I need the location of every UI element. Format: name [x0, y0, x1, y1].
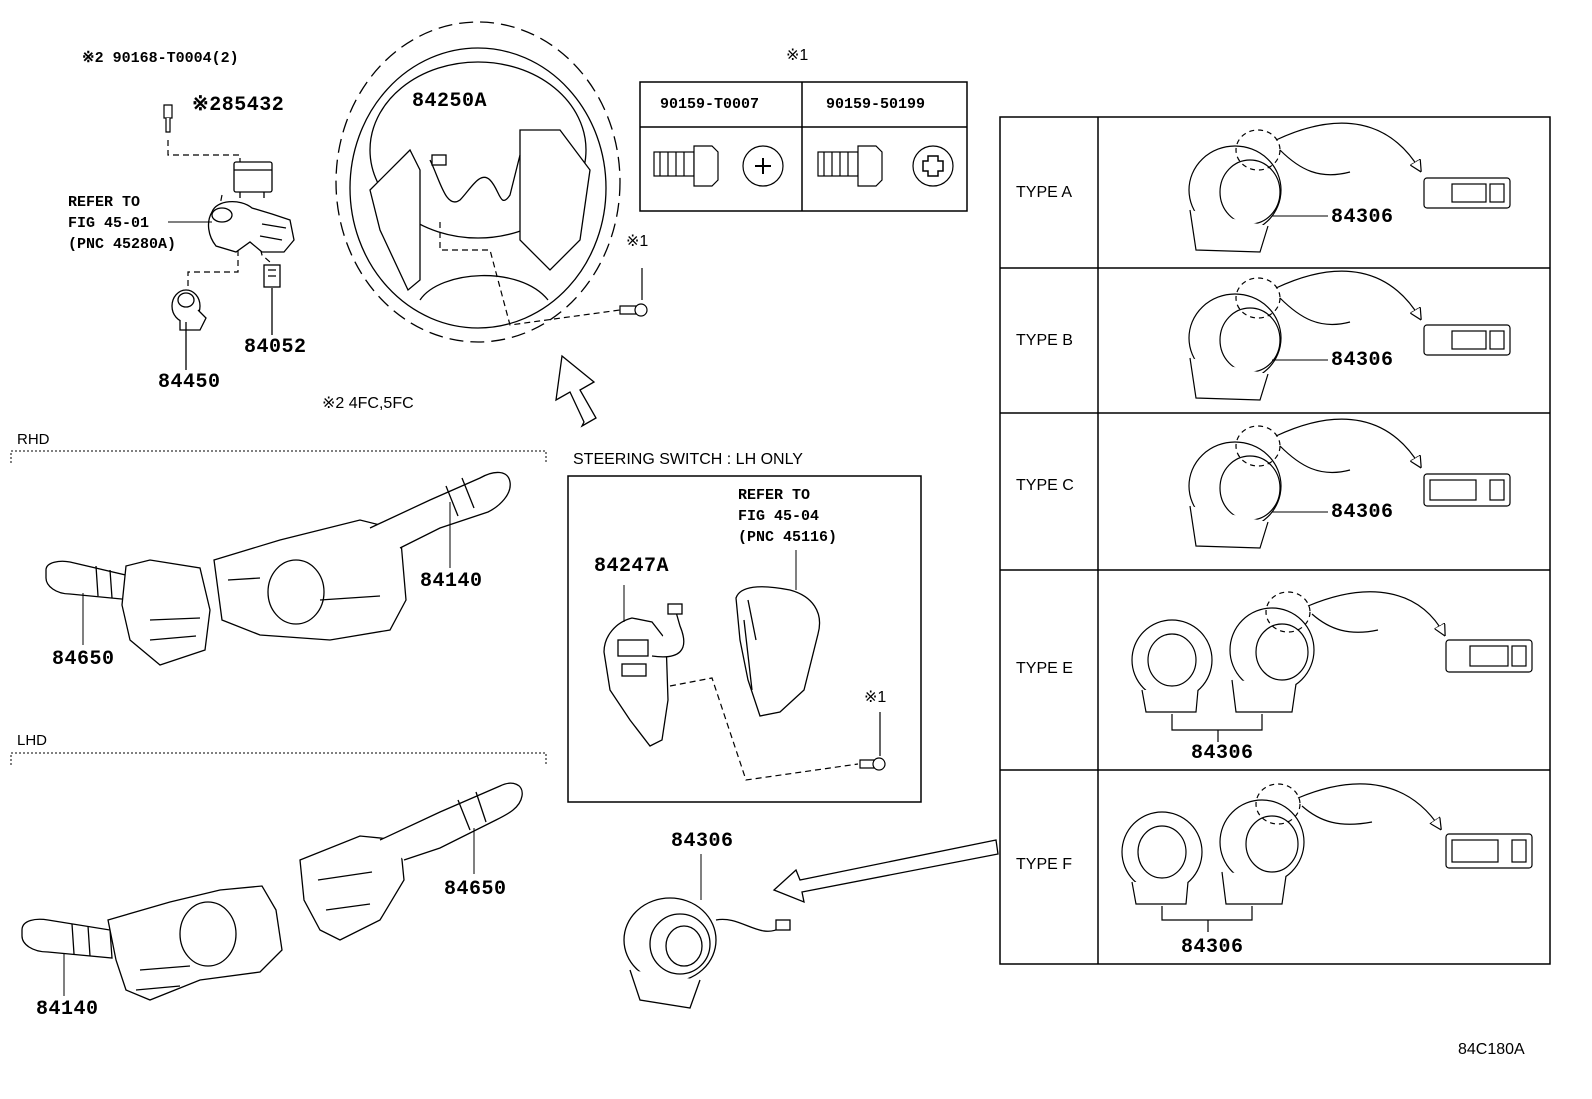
lhd-light-switch-icon — [21, 885, 283, 1001]
spiral-cable-84306-icon — [623, 897, 791, 1009]
bolt-table-mark: ※1 — [786, 47, 809, 64]
lhd-label: LHD — [17, 732, 48, 749]
note-4fc-5fc: ※2 4FC,5FC — [322, 395, 414, 412]
part-84450-label: 84450 — [158, 371, 221, 394]
type-e-part-label: 84306 — [1191, 742, 1254, 765]
refer-fig-45-04[interactable]: REFER TO FIG 45-04 (PNC 45116) — [738, 487, 838, 546]
type-b-spiral-cable-icon — [1188, 270, 1511, 401]
bolt-50199-icon — [817, 145, 954, 187]
steering-wheel-icon — [335, 21, 621, 343]
rhd-light-switch-icon — [213, 471, 511, 641]
connector-84052-icon — [263, 264, 281, 335]
type-a-label: TYPE A — [1016, 184, 1073, 201]
steering-switch-84247a-icon — [603, 603, 685, 747]
type-c-part-label: 84306 — [1331, 501, 1394, 524]
bolt-small-icon — [859, 712, 886, 771]
part-84247a-label: 84247A — [594, 555, 670, 578]
figure-code: 84C180A — [1458, 1041, 1525, 1058]
lhd-part-84140-label: 84140 — [36, 998, 99, 1021]
rhd-wiper-switch-icon — [45, 559, 211, 666]
bolt-t0007-icon — [653, 145, 784, 187]
part-84250a-label: 84250A — [412, 90, 488, 113]
part-84052-label: 84052 — [244, 336, 307, 359]
part-85432-label: ※285432 — [192, 94, 285, 117]
column-body-icon — [207, 201, 295, 253]
bolt-table — [639, 81, 968, 212]
relay-85432-icon — [233, 161, 273, 198]
type-f-part-label: 84306 — [1181, 936, 1244, 959]
view-arrow-icon — [555, 354, 597, 428]
type-c-spiral-cable-icon — [1188, 418, 1511, 549]
pointer-arrow-icon — [772, 839, 999, 904]
lhd-part-84650-label: 84650 — [444, 878, 507, 901]
lhd-wiper-switch-icon — [299, 782, 523, 941]
type-e-label: TYPE E — [1016, 660, 1073, 677]
type-b-label: TYPE B — [1016, 332, 1073, 349]
type-e-spiral-cable-icon — [1131, 591, 1533, 742]
bolt-mark-1-switch: ※1 — [864, 689, 887, 706]
switch-cover-icon — [735, 586, 821, 717]
refer-fig-45-01[interactable]: REFER TO FIG 45-01 (PNC 45280A) — [68, 194, 177, 253]
type-f-label: TYPE F — [1016, 856, 1073, 873]
type-c-label: TYPE C — [1016, 477, 1074, 494]
type-f-spiral-cable-icon — [1121, 783, 1533, 932]
bolt-icon — [619, 268, 648, 317]
type-a-part-label: 84306 — [1331, 206, 1394, 229]
rhd-part-84140-label: 84140 — [420, 570, 483, 593]
ignition-switch-84450-icon — [171, 289, 207, 370]
screw-part-number: ※2 90168-T0004(2) — [82, 50, 239, 67]
type-table — [999, 116, 1551, 965]
bolt-mark-1: ※1 — [626, 233, 649, 250]
type-a-spiral-cable-icon — [1188, 122, 1511, 253]
spiral-cable-part-label: 84306 — [671, 830, 734, 853]
screw-icon — [163, 104, 173, 133]
bolt-table-col1: 90159-T0007 — [660, 96, 760, 113]
bolt-table-col2: 90159-50199 — [826, 96, 926, 113]
steering-switch-title: STEERING SWITCH : LH ONLY — [573, 451, 803, 468]
type-b-part-label: 84306 — [1331, 349, 1394, 372]
rhd-part-84650-label: 84650 — [52, 648, 115, 671]
rhd-label: RHD — [17, 431, 50, 448]
